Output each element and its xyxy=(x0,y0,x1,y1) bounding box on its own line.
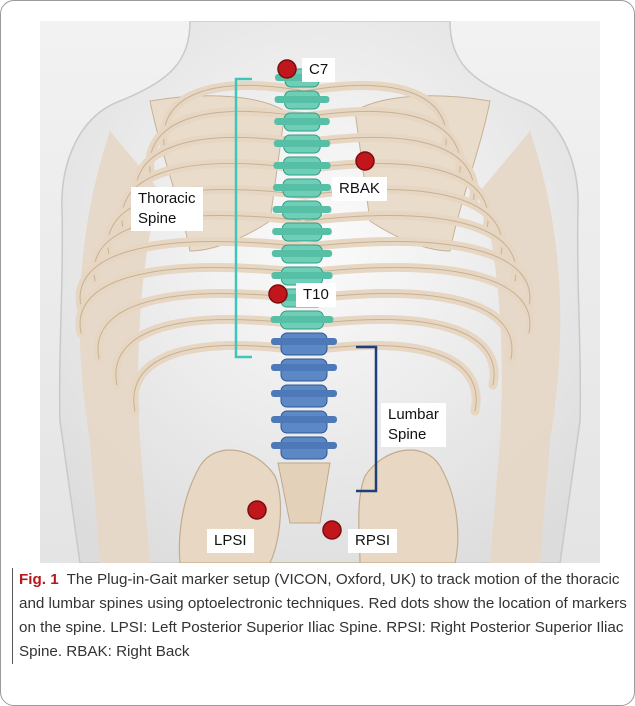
marker-label-lpsi: LPSI xyxy=(207,529,254,553)
marker-lpsi xyxy=(248,501,266,519)
marker-label-c7: C7 xyxy=(302,58,335,82)
thoracic-spine-label: Thoracic Spine xyxy=(131,187,203,231)
marker-label-rbak: RBAK xyxy=(332,177,387,201)
marker-c7 xyxy=(278,60,296,78)
caption-label: Fig. 1 xyxy=(19,571,59,588)
lumbar-spine-label: Lumbar Spine xyxy=(381,403,446,447)
figure-caption: Fig. 1 The Plug-in-Gait marker setup (VI… xyxy=(12,568,627,664)
marker-rbak xyxy=(356,152,374,170)
spine-illustration: C7 RBAK T10 LPSI RPSI Thoracic Spine Lum… xyxy=(40,21,600,563)
marker-label-rpsi: RPSI xyxy=(348,529,397,553)
marker-rpsi xyxy=(323,521,341,539)
marker-label-t10: T10 xyxy=(296,283,336,307)
caption-text: The Plug-in-Gait marker setup (VICON, Ox… xyxy=(19,571,627,660)
marker-t10 xyxy=(269,285,287,303)
